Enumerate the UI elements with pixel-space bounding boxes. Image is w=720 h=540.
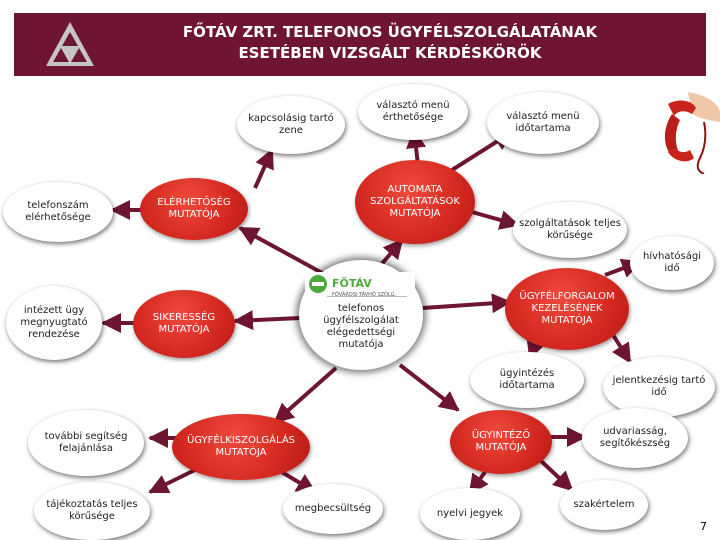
node-valaszto-menu-erthetosege: választó menü érthetősége <box>358 84 468 140</box>
node-ugyfelforgalom-kezelesenek-mutatoja: ÜGYFÉLFORGALOM KEZELÉSÉNEK MUTATÓJA <box>505 268 629 350</box>
node-nyelvi-jegyek: nyelvi jegyek <box>420 488 520 540</box>
node-udvariassag-segitokeszseg: udvariasság, segítőkészség <box>582 408 688 468</box>
node-ugyintezes-idotartama: ügyintézés időtartama <box>470 352 584 408</box>
node-valaszto-menu-idotartama: választó menü időtartama <box>487 92 599 154</box>
node-elerhetoseg-mutatoja: ELÉRHETŐSÉG MUTATÓJA <box>140 178 248 240</box>
node-kapcsolasig-tarto-zene: kapcsolásig tartó zene <box>237 96 345 154</box>
title-banner <box>14 13 706 76</box>
node-szakertelem: szakértelem <box>560 480 648 530</box>
node-hivhatosagi-ido: hívhatósági idő <box>630 236 714 290</box>
title-line-1: FŐTÁV ZRT. TELEFONOS ÜGYFÉLSZOLGÁLATÁNAK <box>182 23 598 41</box>
node-ugyintezo-mutatoja: ÜGYINTÉZŐ MUTATÓJA <box>450 410 552 474</box>
fotav-logo-text: FŐTÁV <box>332 277 372 290</box>
center-label: telefonos ügyfélszolgálat elégedettségi … <box>323 303 399 350</box>
fotav-logo-subtitle: FŐVÁROSI TÁVHŐ SZOLG. <box>332 292 397 298</box>
page-title: FŐTÁV ZRT. TELEFONOS ÜGYFÉLSZOLGÁLATÁNAK… <box>110 22 670 64</box>
page-number: 7 <box>700 520 707 533</box>
node-szolgaltatasok-teljes-korusege: szolgáltatások teljes körűsége <box>513 202 627 258</box>
telephone-handset-icon <box>664 92 720 174</box>
node-tajekoztatas-teljes-korusege: tájékoztatás teljes körűsége <box>34 482 150 540</box>
node-jelentkezesig-tarto-ido: jelentkezésig tartó idő <box>603 357 715 417</box>
node-tovabbi-segitseg: további segítség felajánlása <box>28 410 144 476</box>
node-sikeresseg-mutatoja: SIKERESSÉG MUTATÓJA <box>133 290 235 358</box>
node-ugyfelkiszolgalas-mutatoja: ÜGYFÉLKISZOLGÁLÁS MUTATÓJA <box>172 414 310 480</box>
node-automata-szolgaltatasok-mutatoja: AUTOMATA SZOLGÁLTATÁSOK MUTATÓJA <box>355 160 475 244</box>
node-telefonszam-elerhetosege: telefonszám elérhetősége <box>3 182 113 242</box>
node-megbecsultseg: megbecsültség <box>283 484 383 534</box>
title-line-2: ESETÉBEN VIZSGÁLT KÉRDÉSKÖRÖK <box>238 44 542 62</box>
triangle-logo-icon <box>46 22 94 66</box>
fotav-logo-icon <box>305 272 415 302</box>
node-intezett-ugy-rendezese: intézett ügy megnyugtató rendezése <box>6 286 102 360</box>
